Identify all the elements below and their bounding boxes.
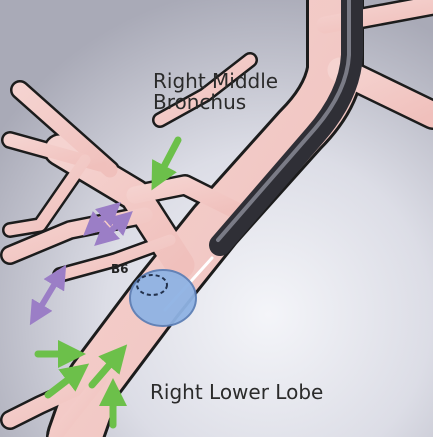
label-right-middle-bronchus: Right Middle Bronchus xyxy=(153,71,278,113)
balloon xyxy=(130,270,196,326)
label-right-middle-bronchus-line2: Bronchus xyxy=(153,92,278,113)
label-b6: B6 xyxy=(111,263,129,276)
label-right-middle-bronchus-line1: Right Middle xyxy=(153,71,278,92)
label-right-lower-lobe: Right Lower Lobe xyxy=(150,382,323,403)
